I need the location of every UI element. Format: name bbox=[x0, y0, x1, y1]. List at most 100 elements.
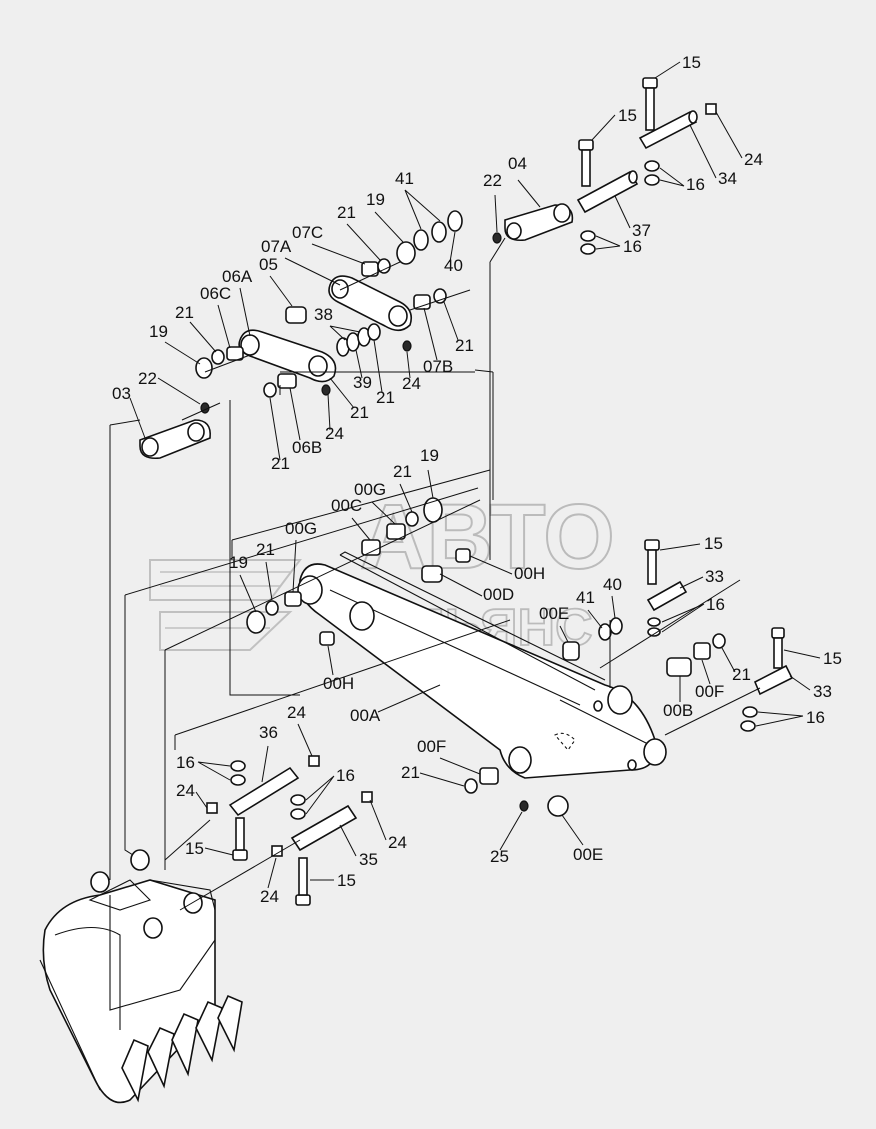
link-03 bbox=[139, 402, 212, 460]
part-label-p16a: 16 bbox=[686, 175, 705, 194]
part-label-p21c: 21 bbox=[455, 336, 474, 355]
part-label-p00F1: 00F bbox=[695, 682, 724, 701]
bushing-00F bbox=[479, 767, 499, 785]
part-label-p24f: 24 bbox=[388, 833, 407, 852]
link-06A bbox=[195, 323, 412, 398]
grease-nipple bbox=[206, 802, 218, 814]
part-label-p15f: 15 bbox=[337, 871, 356, 890]
pin-36 bbox=[228, 766, 300, 817]
part-label-p04: 04 bbox=[508, 154, 527, 173]
grease-fitting-25 bbox=[519, 800, 529, 812]
bolt-shank bbox=[298, 857, 308, 896]
part-label-p41a: 41 bbox=[395, 169, 414, 188]
part-label-p15e: 15 bbox=[185, 839, 204, 858]
bushing-00H bbox=[319, 631, 335, 646]
pin-end bbox=[688, 110, 698, 124]
part-label-p24g: 24 bbox=[260, 887, 279, 906]
part-label-p33a: 33 bbox=[705, 567, 724, 586]
part-label-p24c: 24 bbox=[325, 424, 344, 443]
nut bbox=[740, 720, 756, 732]
grease-nipple bbox=[705, 103, 717, 115]
part-label-p35: 35 bbox=[359, 850, 378, 869]
shim bbox=[346, 332, 360, 352]
oring-19 bbox=[396, 241, 416, 265]
ring-21 bbox=[211, 349, 225, 365]
part-label-p00C: 00C bbox=[331, 496, 362, 515]
part-label-p21h: 21 bbox=[256, 540, 275, 559]
part-label-p39: 39 bbox=[353, 373, 372, 392]
part-label-p21a: 21 bbox=[337, 203, 356, 222]
part-label-p21i: 21 bbox=[732, 665, 751, 684]
part-label-p21g: 21 bbox=[393, 462, 412, 481]
bushing-00E bbox=[562, 641, 580, 661]
nut bbox=[580, 230, 596, 242]
shim bbox=[413, 229, 429, 251]
part-label-p16c: 16 bbox=[706, 595, 725, 614]
bolt-head bbox=[232, 849, 248, 861]
nut bbox=[580, 243, 596, 255]
part-label-p19a: 19 bbox=[366, 190, 385, 209]
bucket-boss bbox=[90, 871, 110, 893]
grease-fitting bbox=[321, 384, 331, 396]
arm-boss bbox=[349, 601, 375, 631]
part-label-p22a: 22 bbox=[483, 171, 502, 190]
bolt-shank bbox=[235, 817, 245, 851]
part-label-p16b: 16 bbox=[623, 237, 642, 256]
bolt-shank bbox=[581, 149, 591, 187]
part-label-p15c: 15 bbox=[704, 534, 723, 553]
part-label-p07A: 07A bbox=[261, 237, 292, 256]
bucket-boss bbox=[143, 917, 163, 939]
part-label-p40b: 40 bbox=[603, 575, 622, 594]
bushing-00H bbox=[455, 548, 471, 563]
bushing-00G bbox=[284, 591, 302, 607]
part-label-p00E1: 00E bbox=[539, 604, 569, 623]
nut bbox=[290, 794, 306, 806]
bushing-00E bbox=[547, 795, 569, 817]
part-label-p16e: 16 bbox=[176, 753, 195, 772]
arm-boss bbox=[643, 738, 667, 766]
nut bbox=[290, 808, 306, 820]
shim bbox=[431, 221, 447, 243]
part-label-p00D: 00D bbox=[483, 585, 514, 604]
bushing-00D bbox=[421, 565, 443, 583]
top-pin-assembly bbox=[576, 77, 717, 255]
arm-boss bbox=[607, 685, 633, 715]
ring-21 bbox=[405, 511, 419, 527]
arm-bushings bbox=[246, 497, 726, 817]
bolt-shank bbox=[647, 549, 657, 585]
part-label-p22b: 22 bbox=[138, 369, 157, 388]
part-label-p21f: 21 bbox=[271, 454, 290, 473]
bucket-boss bbox=[130, 849, 150, 871]
assembly-lines bbox=[109, 237, 761, 911]
bolt-shank bbox=[773, 637, 783, 669]
pin-33 bbox=[646, 580, 688, 612]
bushing-00G bbox=[386, 523, 406, 540]
part-label-p21e: 21 bbox=[350, 403, 369, 422]
bushing-07B bbox=[413, 294, 431, 310]
bushing-00F bbox=[693, 642, 711, 660]
part-label-p21j: 21 bbox=[401, 763, 420, 782]
bolt-head bbox=[642, 77, 658, 89]
part-label-p36: 36 bbox=[259, 723, 278, 742]
grease-nipple bbox=[308, 755, 320, 767]
part-label-p21d: 21 bbox=[376, 388, 395, 407]
part-labels: 1515243416042237164119214007C07A0506A06C… bbox=[112, 53, 842, 906]
hole bbox=[627, 759, 637, 771]
nut bbox=[647, 617, 661, 627]
bucket-pins bbox=[206, 755, 373, 906]
nut bbox=[644, 160, 660, 172]
part-label-p19b: 19 bbox=[149, 322, 168, 341]
part-label-p19c: 19 bbox=[420, 446, 439, 465]
nut bbox=[644, 174, 660, 186]
part-label-p00B: 00B bbox=[663, 701, 693, 720]
oring-19 bbox=[246, 610, 266, 634]
part-label-p40a: 40 bbox=[444, 256, 463, 275]
shim bbox=[447, 210, 463, 232]
pin-33 bbox=[753, 664, 794, 696]
part-label-p07B: 07B bbox=[423, 357, 453, 376]
bushing-00C bbox=[361, 539, 381, 556]
pin-35 bbox=[290, 804, 358, 852]
nut bbox=[647, 627, 661, 637]
part-label-p07C: 07C bbox=[292, 223, 323, 242]
pin-37 bbox=[576, 170, 639, 214]
